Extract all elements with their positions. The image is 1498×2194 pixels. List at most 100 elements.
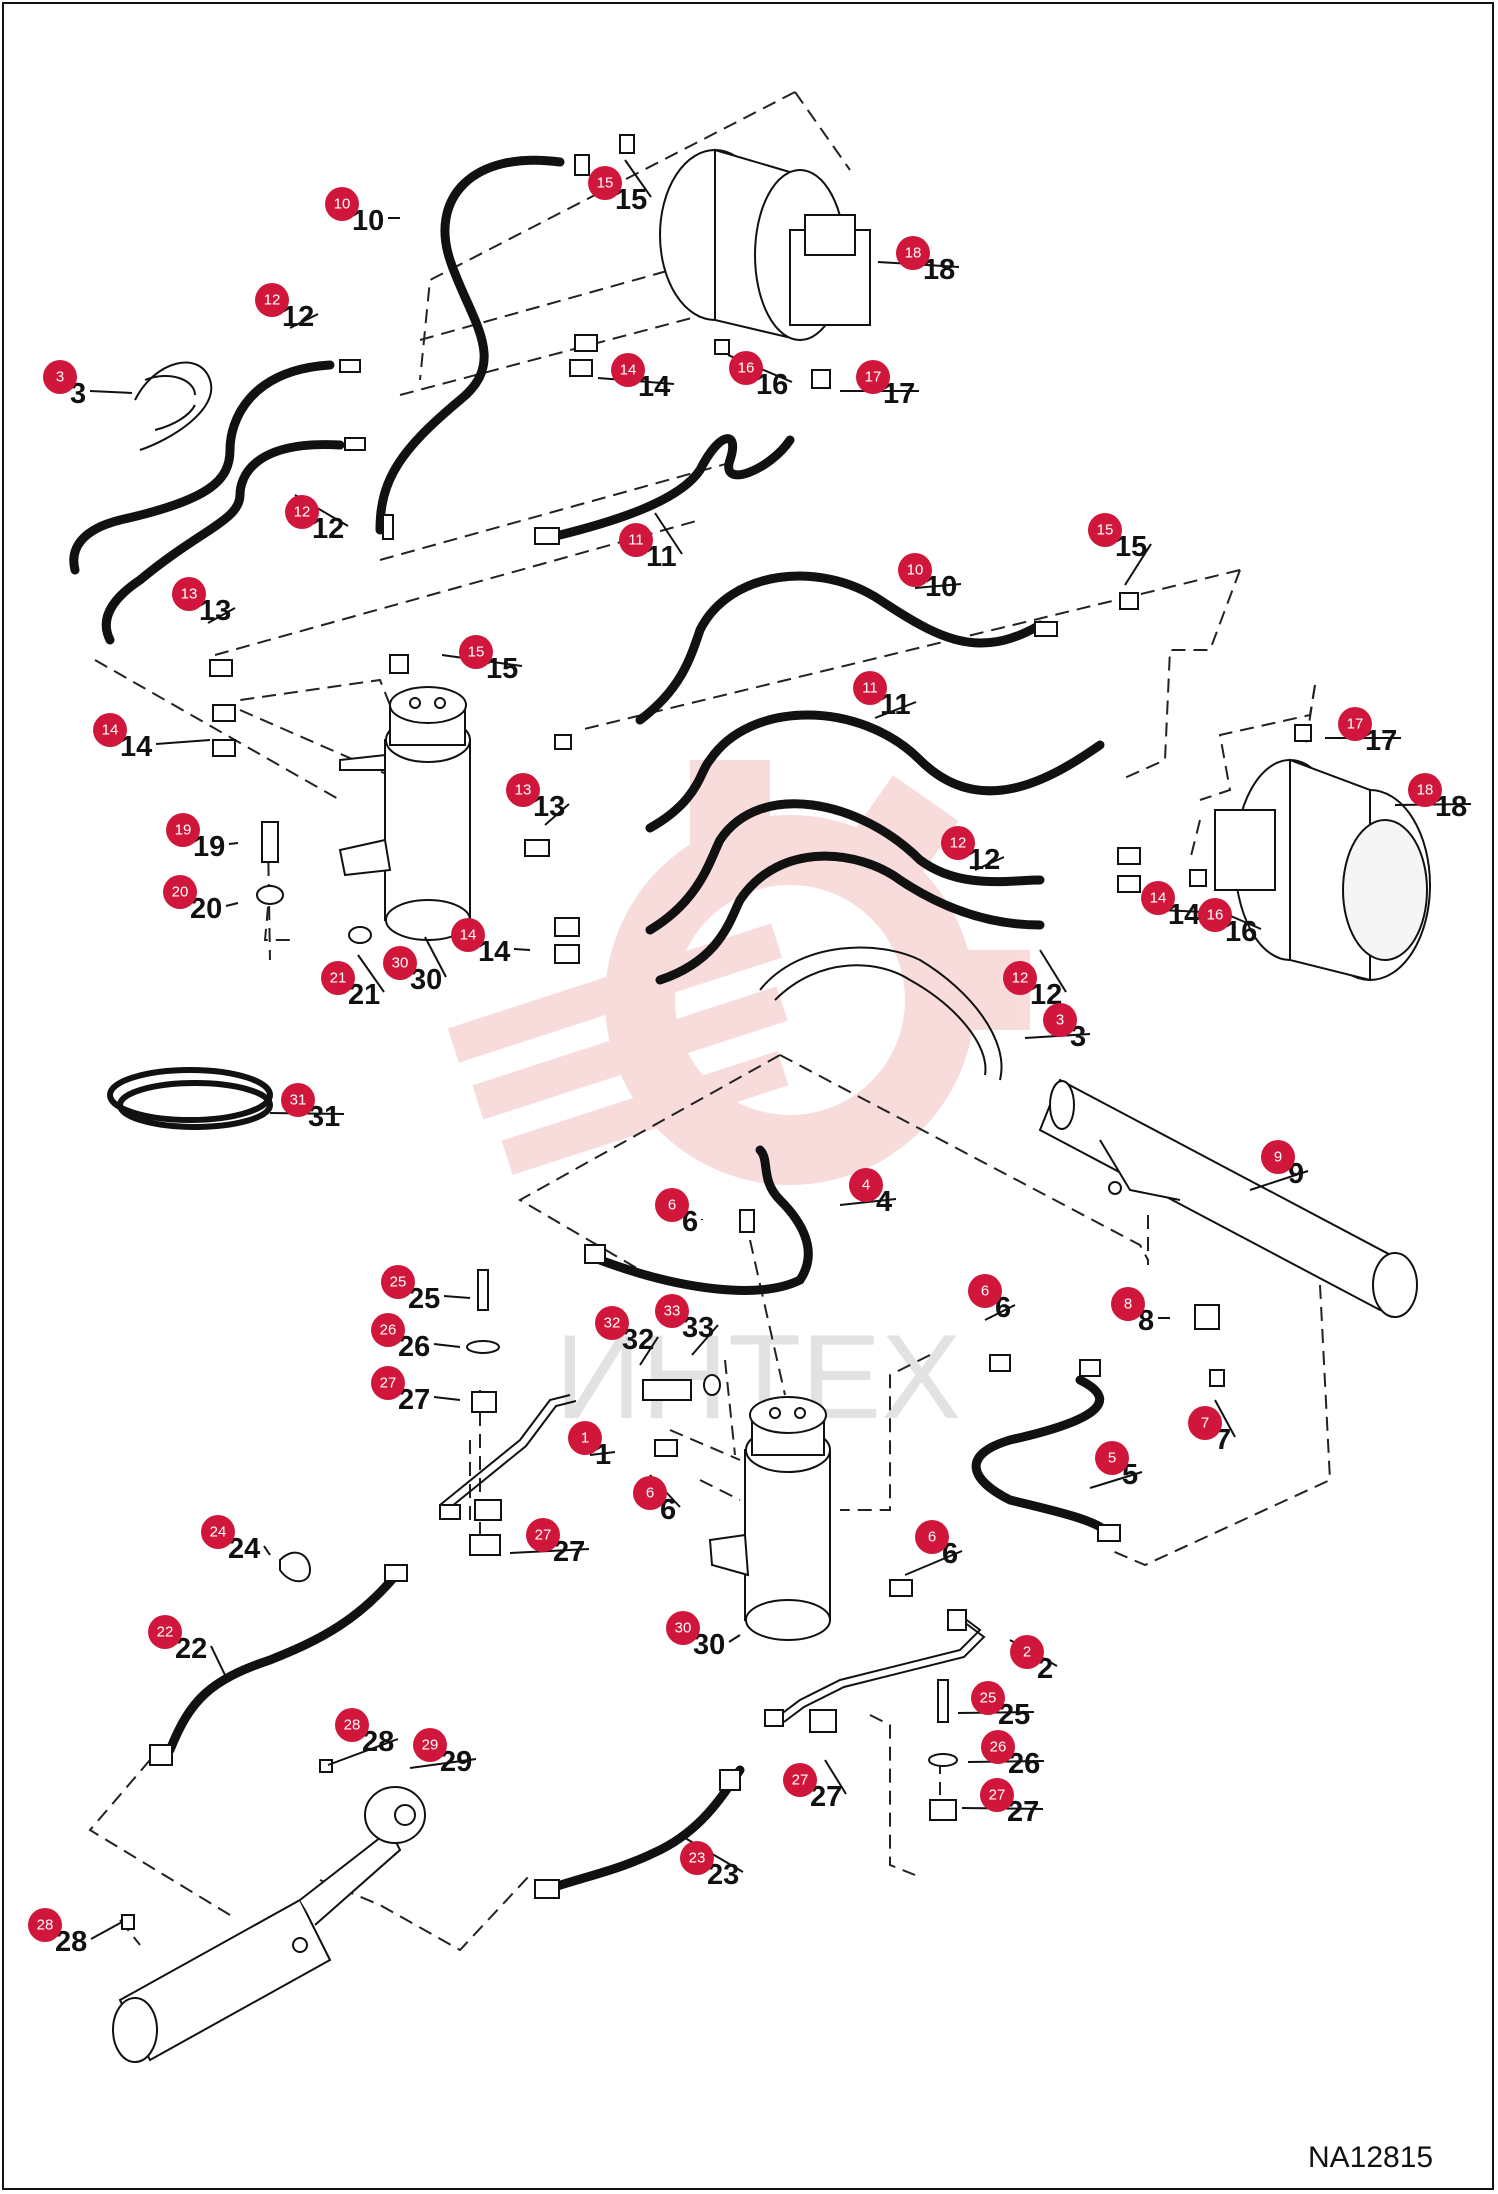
tube-1 <box>439 1394 571 1506</box>
callout-badge <box>968 1274 1002 1308</box>
fittings <box>121 134 1312 1930</box>
callout-badge <box>1408 773 1442 807</box>
callout-badge <box>1338 707 1372 741</box>
leader-line <box>624 159 652 198</box>
callout-badge <box>655 1294 689 1328</box>
callout-badge-number: 12 <box>1012 970 1029 987</box>
tubes <box>439 1394 986 1726</box>
callout-badge <box>381 1265 415 1299</box>
leader-line <box>289 313 319 329</box>
callout-badge-number: 25 <box>390 1274 407 1291</box>
callout-7: 77 <box>1188 1399 1236 1456</box>
callout-badge-number: 14 <box>460 927 477 944</box>
callout-badge <box>201 1515 235 1549</box>
hose-12-upper-a <box>69 360 335 575</box>
hose-11-upper <box>555 434 795 540</box>
callout-badge <box>729 351 763 385</box>
callout-badge <box>680 1841 714 1875</box>
leader-line <box>728 1634 741 1643</box>
callout-6: 66 <box>968 1274 1016 1324</box>
hose-11-lower <box>645 710 1105 833</box>
leader-line <box>824 1759 847 1795</box>
leader-line <box>207 607 236 624</box>
callout-5: 55 <box>1089 1441 1143 1491</box>
leader-line <box>155 739 211 745</box>
leader-line <box>89 390 133 394</box>
hose-12-lower-b <box>655 851 1045 985</box>
callout-badge <box>898 553 932 587</box>
callout-badge-number: 27 <box>380 1375 397 1392</box>
callout-badge <box>451 918 485 952</box>
callout-9: 99 <box>1249 1140 1309 1191</box>
callout-badge <box>856 360 890 394</box>
callout-badge-number: 13 <box>515 782 532 799</box>
callout-badge-number: 6 <box>928 1529 936 1546</box>
callout-badge <box>1010 1635 1044 1669</box>
callout-badge <box>971 1681 1005 1715</box>
leader-line <box>327 1738 399 1766</box>
callout-badge-number: 12 <box>294 504 311 521</box>
hose-12-lower-a <box>645 799 1045 935</box>
callout-badge-number: 6 <box>981 1283 989 1300</box>
callout-badge-number: 11 <box>862 680 878 697</box>
leader-line <box>1124 543 1152 586</box>
callout-badge <box>93 713 127 747</box>
hose-10-lower <box>635 571 1045 725</box>
callout-badge-number: 28 <box>37 1917 54 1934</box>
callout-badge <box>915 1520 949 1554</box>
leader-line <box>433 1396 461 1401</box>
callout-badge <box>43 360 77 394</box>
callout-badge-number: 2 <box>1023 1644 1031 1661</box>
callout-6: 66 <box>633 1474 681 1526</box>
leader-line <box>654 512 683 555</box>
callout-badge <box>383 946 417 980</box>
tube-2 <box>783 1621 986 1723</box>
callout-badge <box>611 353 645 387</box>
hose-12-upper-b <box>101 440 345 645</box>
leader-line <box>974 856 1005 871</box>
callout-badge-number: 10 <box>334 196 351 213</box>
callout-6: 66 <box>904 1520 963 1576</box>
callout-badge <box>896 236 930 270</box>
callout-badge <box>666 1611 700 1645</box>
callout-badge-number: 25 <box>980 1690 997 1707</box>
callout-badge <box>163 875 197 909</box>
leader-line <box>1214 1399 1236 1438</box>
callout-badge-number: 14 <box>620 362 637 379</box>
swivel-30-lower <box>708 1396 831 1641</box>
leader-line <box>1089 1471 1143 1489</box>
callout-badge-number: 15 <box>597 175 614 192</box>
callout-badge-number: 27 <box>989 1787 1006 1804</box>
leader-line <box>263 1545 271 1556</box>
callout-badge <box>568 1421 602 1455</box>
cylinder-9 <box>1038 1078 1418 1318</box>
leader-line <box>914 583 962 589</box>
leader-line <box>90 1921 123 1940</box>
leader-line <box>839 1198 897 1206</box>
callout-3: 33 <box>1024 1003 1091 1053</box>
callout-badge <box>255 283 289 317</box>
callout-badge <box>849 1168 883 1202</box>
